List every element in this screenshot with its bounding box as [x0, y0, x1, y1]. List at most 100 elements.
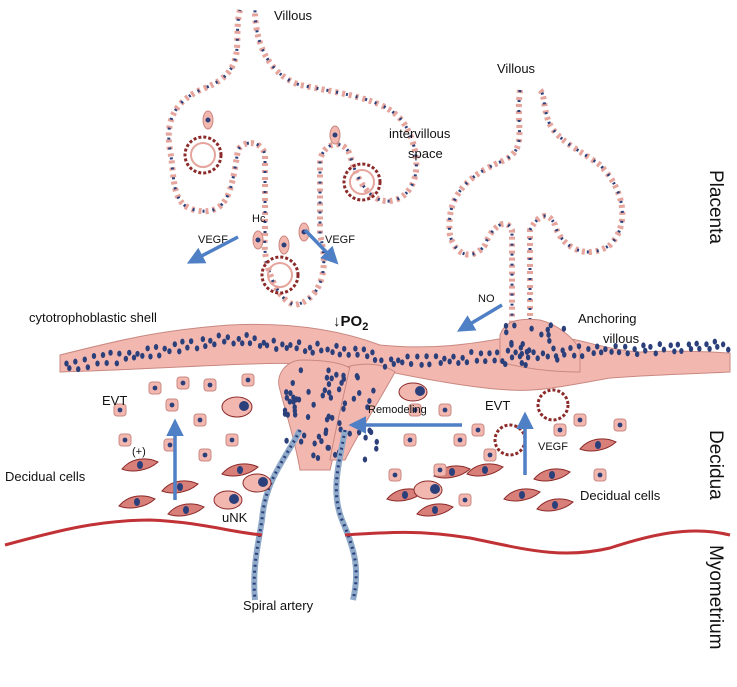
decidual-cell-nucleus: [482, 466, 488, 474]
cell-nucleus: [688, 346, 694, 353]
cell-nucleus: [117, 350, 122, 357]
cell-nucleus: [512, 322, 517, 329]
cell-nucleus: [177, 348, 182, 355]
cell-nucleus: [298, 438, 304, 445]
cell-nucleus: [540, 350, 546, 357]
cell-nucleus: [290, 379, 295, 386]
cell-nucleus: [715, 343, 720, 350]
cell-nucleus: [231, 340, 236, 347]
cell-nucleus: [298, 367, 304, 374]
cell-nucleus: [329, 375, 334, 382]
cell-nucleus: [438, 360, 443, 367]
cell-nucleus: [315, 454, 321, 461]
cell-nucleus: [148, 353, 153, 360]
cell-nucleus: [172, 341, 178, 348]
label-decidual-cells-left: Decidual cells: [5, 469, 86, 484]
cell-nucleus: [456, 360, 461, 367]
cell-nucleus: [329, 414, 335, 421]
cell-nucleus: [622, 343, 628, 350]
cell-nucleus: [341, 405, 346, 412]
cell-nucleus: [469, 348, 474, 355]
cell-nucleus: [140, 352, 145, 359]
cell-nucleus: [547, 337, 552, 344]
cell-nucleus: [591, 350, 596, 357]
evt-cell-nucleus: [180, 380, 186, 386]
evt-cell-nucleus: [577, 417, 583, 423]
label-po2: ↓PO2: [333, 313, 368, 333]
evt-cell-nucleus: [412, 407, 418, 413]
cell-nucleus: [334, 371, 339, 378]
cell-nucleus: [341, 372, 346, 379]
cell-nucleus: [361, 346, 367, 353]
evt-cell-nucleus: [442, 407, 448, 413]
decidual-cell-nucleus: [519, 491, 525, 499]
cell-nucleus: [287, 398, 293, 405]
no-arrow: [456, 303, 503, 332]
cell-nucleus: [579, 353, 585, 360]
cell-nucleus: [526, 347, 532, 354]
label-zone-placenta: Placenta: [705, 170, 726, 244]
cell-nucleus: [509, 354, 515, 361]
cell-nucleus: [347, 430, 352, 437]
cell-nucleus: [123, 355, 129, 362]
evt-cell-nucleus: [475, 427, 481, 433]
cell-nucleus: [561, 325, 567, 332]
evt-cell-nucleus: [207, 382, 213, 388]
cell-nucleus: [535, 355, 540, 362]
label-plus: (+): [132, 446, 146, 458]
cell-nucleus: [415, 353, 420, 360]
cell-nucleus: [451, 353, 456, 360]
decidual-cell-nucleus: [177, 483, 183, 491]
cell-nucleus: [104, 359, 109, 366]
cell-nucleus: [400, 359, 405, 366]
cell-nucleus: [603, 346, 608, 353]
cell-nucleus: [353, 345, 358, 352]
cell-nucleus: [236, 335, 241, 342]
cell-nucleus: [586, 345, 591, 352]
cell-nucleus: [342, 400, 348, 407]
cell-nucleus: [545, 353, 550, 360]
evt-cell-nucleus: [617, 422, 623, 428]
cell-nucleus: [222, 338, 227, 345]
hofbauer-cells: [202, 110, 341, 255]
cell-nucleus: [310, 349, 315, 356]
cell-nucleus: [324, 374, 330, 381]
cell-nucleus: [157, 352, 162, 359]
label-intervillous-space-1: intervillous: [389, 126, 451, 141]
cell-nucleus: [707, 345, 712, 352]
cell-nucleus: [82, 356, 87, 363]
cell-nucleus: [492, 357, 497, 364]
label-evt-right: EVT: [485, 398, 510, 413]
evt-cell-nucleus: [392, 472, 398, 478]
fetal-vessel-left-1: [183, 135, 223, 175]
cell-nucleus: [474, 357, 480, 364]
cell-nucleus: [355, 374, 360, 381]
evt-cells: [113, 373, 627, 507]
cell-nucleus: [271, 337, 276, 344]
decidual-cell-nucleus: [449, 468, 455, 476]
evt-cell-nucleus: [462, 497, 468, 503]
decidual-vessel-1: [536, 388, 570, 422]
cell-nucleus: [296, 339, 302, 346]
decidual-cell-nucleus: [552, 501, 558, 509]
cell-nucleus: [668, 342, 673, 349]
label-evt-left: EVT: [102, 393, 127, 408]
cell-nucleus: [424, 353, 429, 360]
cell-nucleus: [284, 344, 289, 351]
cell-nucleus: [442, 355, 447, 362]
cell-nucleus: [319, 438, 324, 445]
cell-nucleus: [568, 345, 573, 352]
cell-nucleus: [531, 349, 536, 356]
label-anchoring-villous-1: Anchoring: [578, 311, 637, 326]
cell-nucleus: [334, 342, 339, 349]
vegf-left-arrow: [186, 235, 239, 264]
cell-nucleus: [293, 396, 298, 403]
cell-nucleus: [625, 350, 630, 357]
cell-nucleus: [180, 338, 185, 345]
cell-nucleus: [135, 350, 140, 357]
cell-nucleus: [694, 340, 699, 347]
label-unk: uNK: [222, 510, 248, 525]
cell-nucleus: [305, 413, 311, 420]
